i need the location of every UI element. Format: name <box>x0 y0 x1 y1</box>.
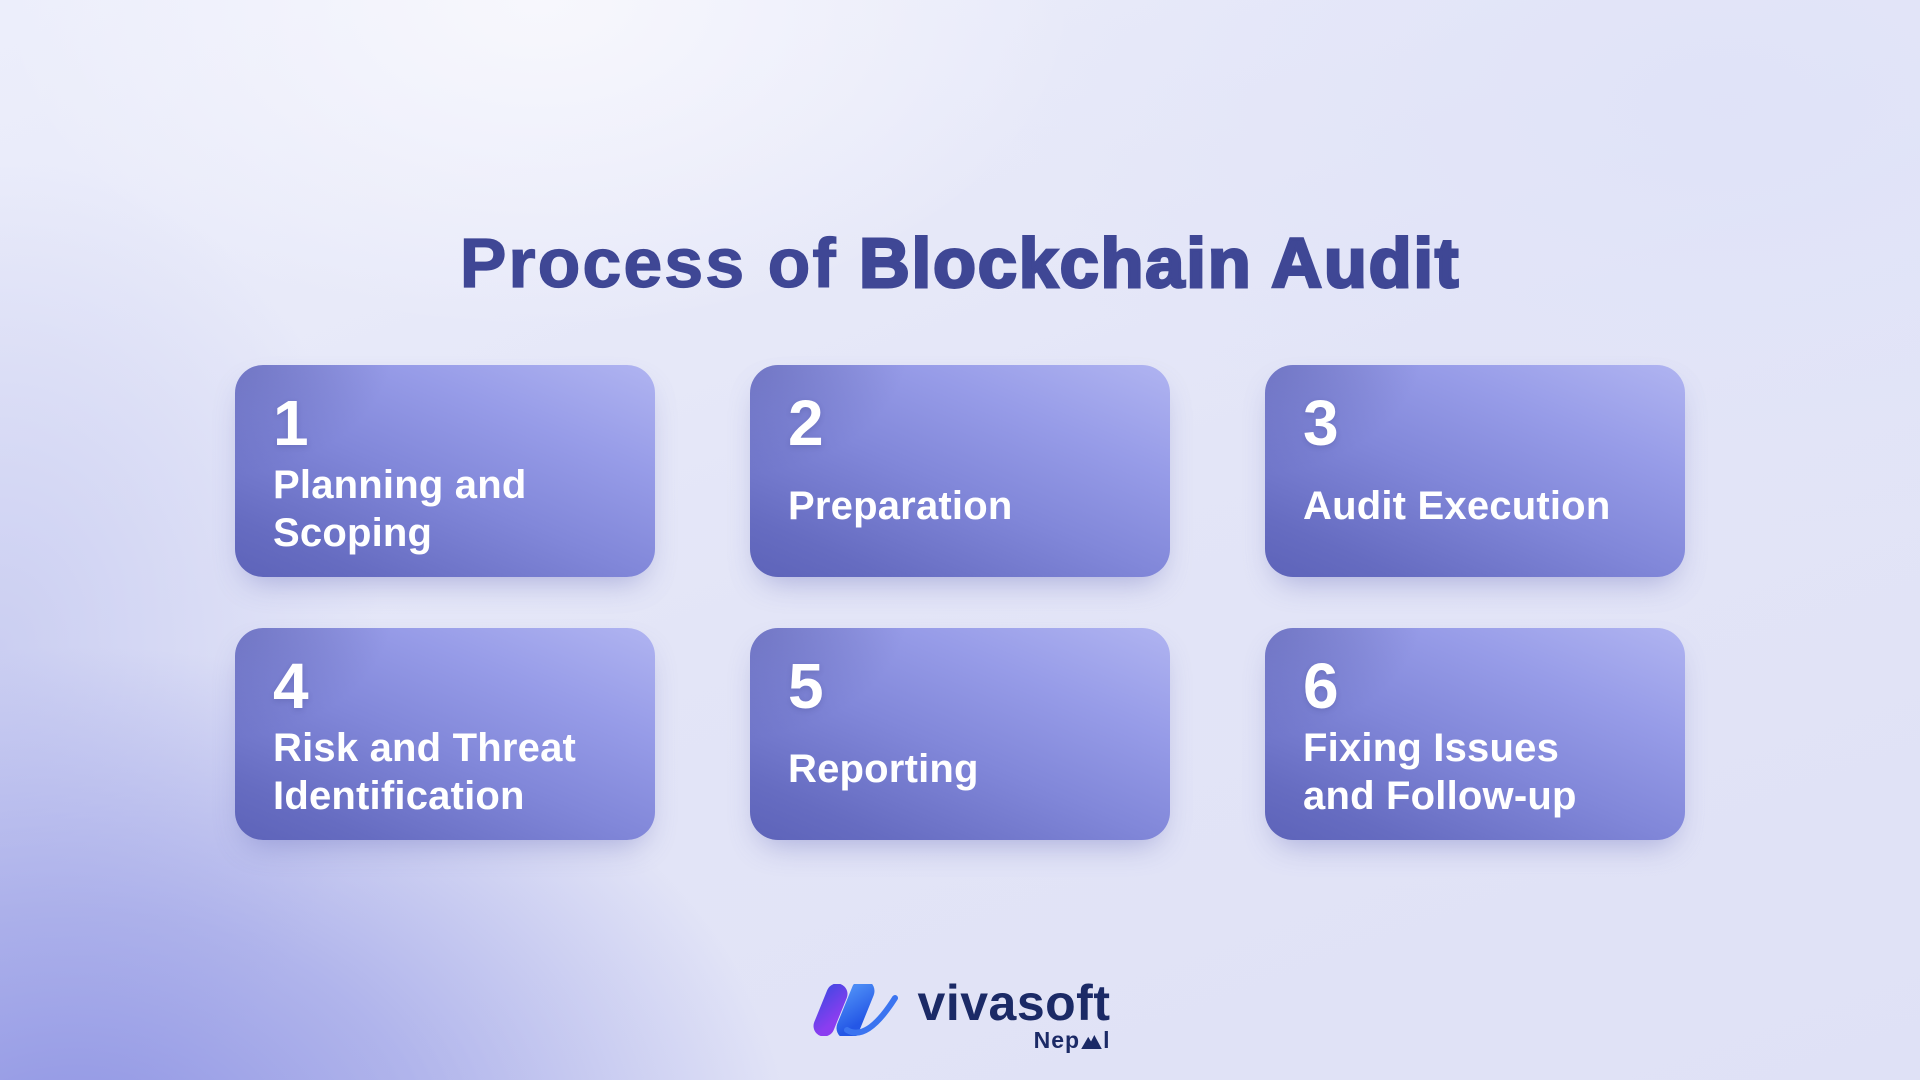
step-label: Risk and Threat Identification <box>273 725 577 818</box>
page-title-regular: Process of <box>459 223 860 302</box>
step-card-6: 6 Fixing Issues and Follow-up <box>1265 628 1685 840</box>
page-title: Process of Blockchain Audit <box>0 223 1920 303</box>
steps-grid: 1 Planning and Scoping 2 Preparation 3 A… <box>235 365 1685 840</box>
step-card-5: 5 Reporting <box>750 628 1170 840</box>
step-label-wrap: Fixing Issues and Follow-up <box>1303 724 1655 820</box>
step-number: 1 <box>273 387 309 459</box>
step-card-1: 1 Planning and Scoping <box>235 365 655 577</box>
step-number: 3 <box>1303 387 1339 459</box>
brand-region-prefix: Nep <box>1033 1027 1081 1053</box>
step-label-wrap: Audit Execution <box>1303 461 1655 551</box>
step-label-wrap: Preparation <box>788 461 1140 551</box>
page-title-bold: Blockchain Audit <box>858 223 1461 303</box>
step-number: 5 <box>788 650 824 722</box>
vivasoft-logo-icon <box>813 984 898 1036</box>
brand-wordmark: vivasoft <box>917 975 1111 1031</box>
step-card-2: 2 Preparation <box>750 365 1170 577</box>
step-label: Audit Execution <box>1303 483 1611 528</box>
step-label: Planning and Scoping <box>273 462 527 555</box>
step-number: 2 <box>788 387 824 459</box>
step-label-wrap: Reporting <box>788 724 1140 814</box>
step-number: 6 <box>1303 650 1339 722</box>
step-card-3: 3 Audit Execution <box>1265 365 1685 577</box>
step-label-wrap: Planning and Scoping <box>273 461 625 557</box>
step-card-4: 4 Risk and Threat Identification <box>235 628 655 840</box>
mountain-icon <box>1081 1034 1102 1049</box>
step-label: Fixing Issues and Follow-up <box>1303 725 1577 818</box>
brand-region-suffix: l <box>1103 1027 1111 1053</box>
step-number: 4 <box>273 650 309 722</box>
step-label-wrap: Risk and Threat Identification <box>273 724 625 820</box>
step-label: Reporting <box>788 746 979 791</box>
step-label: Preparation <box>788 483 1013 528</box>
